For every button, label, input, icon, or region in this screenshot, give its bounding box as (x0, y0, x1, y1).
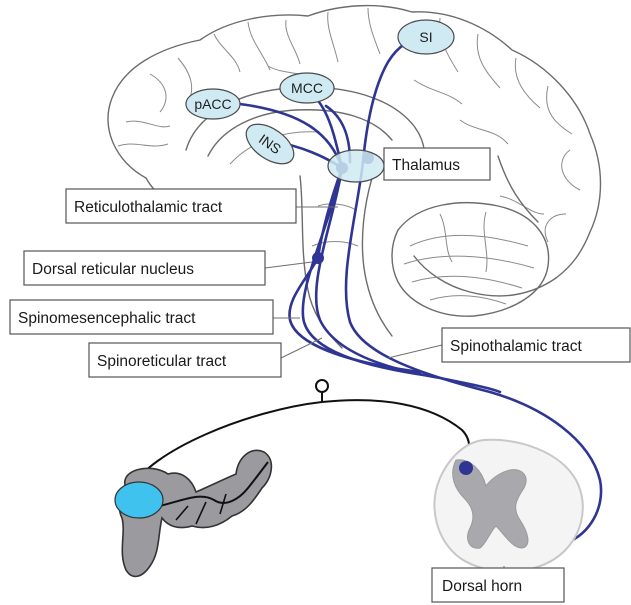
thalamus-region (328, 150, 384, 182)
region-mcc: MCC (280, 73, 334, 103)
label-spinoreticular-tract: Spinoreticular tract (89, 343, 281, 377)
label-dorsal-reticular-nucleus: Dorsal reticular nucleus (24, 251, 265, 285)
region-si: SI (398, 20, 454, 54)
label-thalamus: Thalamus (384, 148, 490, 180)
region-mcc-label: MCC (291, 80, 323, 96)
ganglion-region (115, 482, 163, 518)
svg-text:Dorsal reticular nucleus: Dorsal reticular nucleus (32, 261, 194, 278)
svg-text:Spinothalamic tract: Spinothalamic tract (450, 338, 583, 355)
pseudounipolar-soma-icon (316, 380, 328, 392)
label-dorsal-horn: Dorsal horn (432, 568, 564, 602)
tract-to-si (363, 36, 428, 162)
label-spinothalamic-tract: Spinothalamic tract (442, 328, 630, 362)
svg-text:Thalamus: Thalamus (392, 157, 460, 174)
svg-text:Reticulothalamic tract: Reticulothalamic tract (74, 199, 223, 216)
label-reticulothalamic-tract: Reticulothalamic tract (66, 189, 296, 223)
spinal-cord-section (434, 440, 582, 572)
region-si-label: SI (419, 29, 432, 45)
svg-text:Spinomesencephalic tract: Spinomesencephalic tract (18, 310, 196, 327)
region-pacc-label: pACC (194, 96, 231, 112)
gut-organ (115, 450, 271, 576)
dorsal-horn-node (459, 461, 473, 475)
label-spinomesencephalic-tract: Spinomesencephalic tract (10, 300, 273, 334)
svg-text:Dorsal horn: Dorsal horn (442, 578, 522, 595)
svg-text:Spinoreticular tract: Spinoreticular tract (97, 353, 227, 370)
region-pacc: pACC (186, 89, 240, 119)
dorsal-reticular-node (312, 252, 324, 264)
